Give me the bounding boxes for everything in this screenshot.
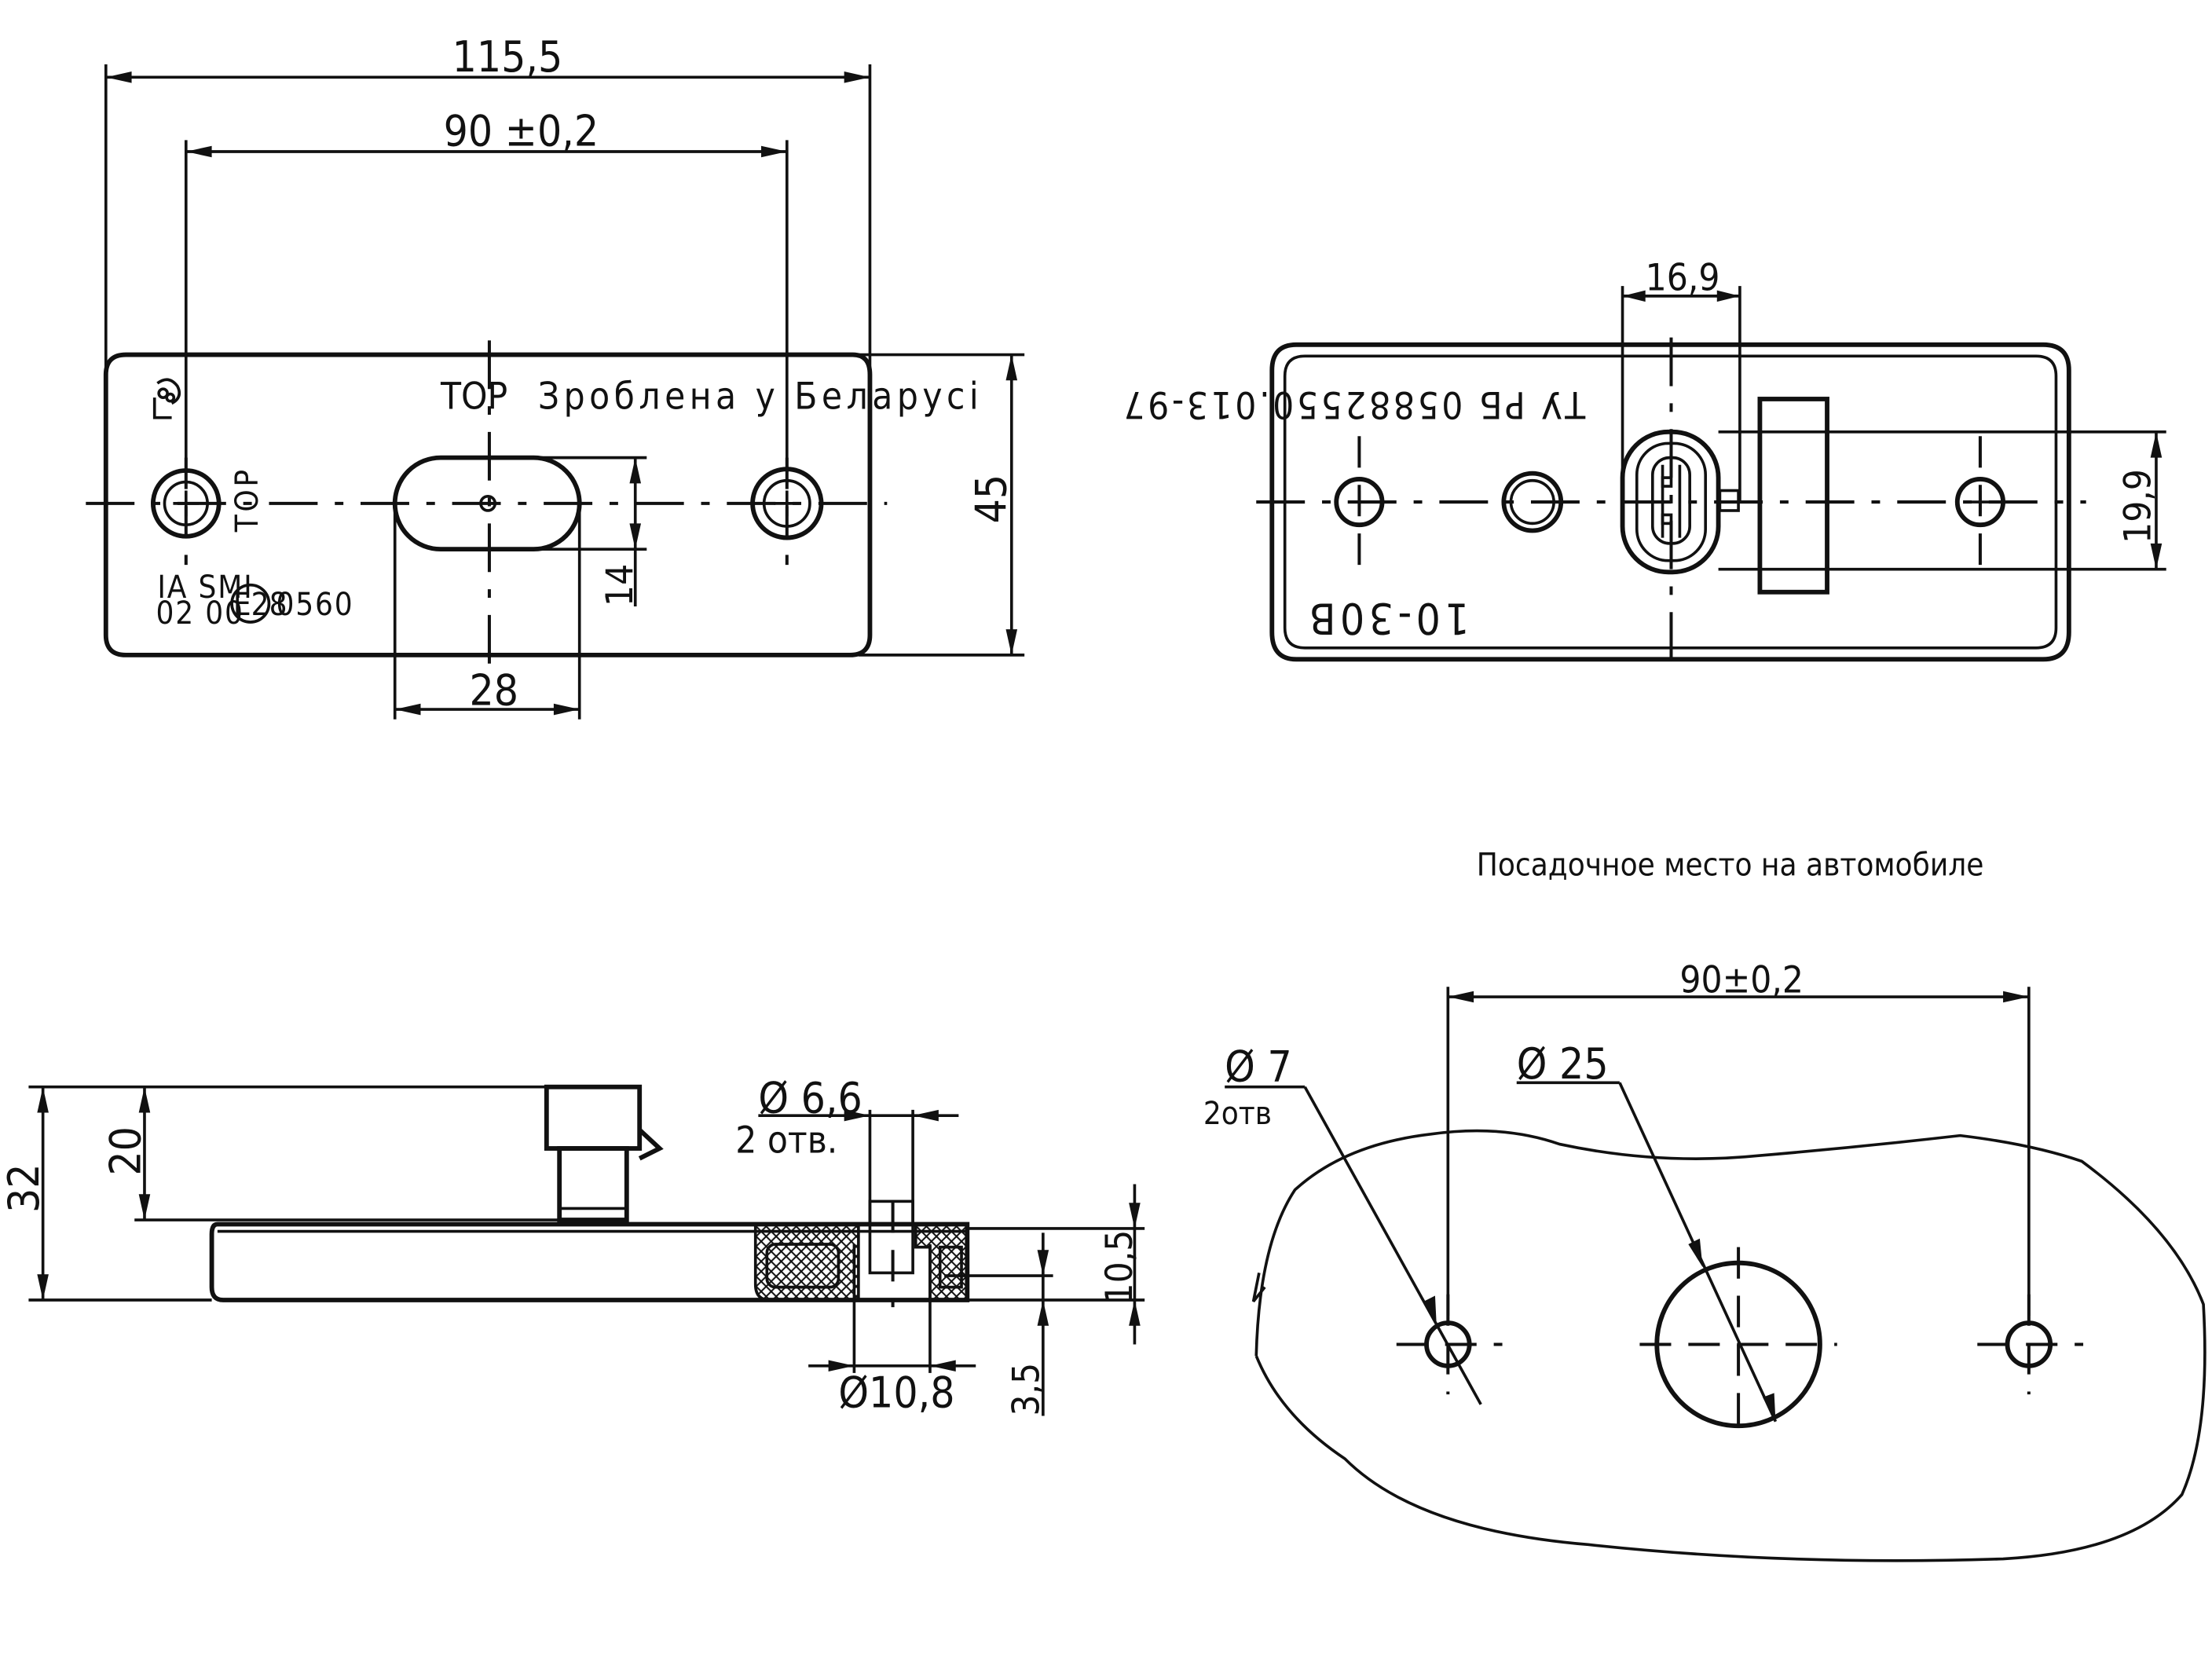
dimension-hole-spacing: 90 ±0,2 <box>184 106 789 472</box>
svg-text:19,9: 19,9 <box>2117 469 2160 544</box>
front-approval-number: 0560 <box>276 587 354 623</box>
svg-text:90±0,2: 90±0,2 <box>1679 959 1804 1002</box>
svg-text:28: 28 <box>469 665 518 716</box>
front-label-made-in: Зроблена у Беларусі <box>538 375 983 419</box>
front-label-top-vertical: TOP <box>229 467 266 533</box>
rear-view-inner-outline <box>1283 354 2058 650</box>
svg-text:32: 32 <box>0 1163 49 1213</box>
front-approval-line2: 02 00 <box>156 595 244 632</box>
recycle-mark-icon <box>152 378 181 419</box>
rear-view: ТУ РБ 05882550.013-97 10-30В 16,9 19,9 <box>1121 257 2166 670</box>
dimension-hole-d108: Ø10,8 <box>808 1244 976 1418</box>
svg-text:2 отв.: 2 отв. <box>735 1119 837 1162</box>
rear-spec-text: ТУ РБ 05882550.013-97 <box>1121 383 1586 426</box>
svg-text:2отв: 2отв <box>1203 1096 1272 1132</box>
svg-text:Ø 7: Ø 7 <box>1225 1041 1292 1091</box>
svg-text:Ø 25: Ø 25 <box>1517 1038 1609 1089</box>
side-upper-housing <box>544 1084 643 1151</box>
dimension-connector-width: 16,9 <box>1621 257 1741 501</box>
side-base-plate <box>209 1221 970 1302</box>
side-view: 32 20 Ø 6,6 2 отв. Ø10,8 <box>0 1073 1145 1418</box>
dimension-body-height: 20 <box>100 1086 560 1221</box>
rear-model-text: 10-30В <box>1305 593 1469 643</box>
svg-text:90 ±0,2: 90 ±0,2 <box>444 106 599 156</box>
dimension-height: 45 <box>858 353 1025 657</box>
mounting-view: Посадочное место на автомобиле 90±0,2 <box>1203 847 2207 1562</box>
svg-text:20: 20 <box>100 1126 150 1176</box>
dimension-hole-d7: Ø 7 2отв <box>1203 1041 1482 1405</box>
front-approval-mark: E28 <box>233 587 287 623</box>
svg-text:Ø 6,6: Ø 6,6 <box>758 1073 862 1123</box>
side-connector-post <box>557 1146 629 1222</box>
dimension-connector-height: 19,9 <box>1718 430 2166 571</box>
svg-text:Ø10,8: Ø10,8 <box>838 1368 954 1418</box>
front-label-top: TOP <box>440 375 507 419</box>
svg-text:16,9: 16,9 <box>1646 257 1720 300</box>
svg-text:115,5: 115,5 <box>452 31 563 82</box>
dimension-overall-width: 115,5 <box>104 31 872 375</box>
svg-text:10,5: 10,5 <box>1098 1230 1141 1305</box>
mounting-surface-outline <box>1251 1129 2207 1562</box>
rear-tab <box>1757 397 1829 595</box>
svg-text:14: 14 <box>599 564 642 606</box>
dimension-center-d25: Ø 25 <box>1516 1038 1778 1423</box>
dimension-hole-d66: Ø 6,6 2 отв. <box>735 1073 959 1225</box>
front-view: TOP Зроблена у Беларусі TOP IA SMI 02 00… <box>86 31 1025 720</box>
svg-text:45: 45 <box>965 474 1016 524</box>
svg-text:3,5: 3,5 <box>1005 1363 1048 1416</box>
dimension-total-height: 32 <box>0 1085 547 1302</box>
side-section-hatch <box>753 1199 969 1302</box>
dimension-slot-height: 14 <box>533 456 647 606</box>
front-approval-line1: IA SMI <box>157 569 253 606</box>
approval-mark-circle <box>230 583 271 624</box>
dimension-step: 3,5 <box>944 1232 1053 1415</box>
rear-view-outer-outline <box>1269 342 2071 662</box>
dimension-slot-width: 28 <box>393 503 581 720</box>
mounting-title: Посадочное место на автомобиле <box>1477 847 1984 883</box>
dimension-mounting-spacing: 90±0,2 <box>1446 959 2031 1317</box>
dimension-base-height: 10,5 <box>967 1184 1145 1345</box>
